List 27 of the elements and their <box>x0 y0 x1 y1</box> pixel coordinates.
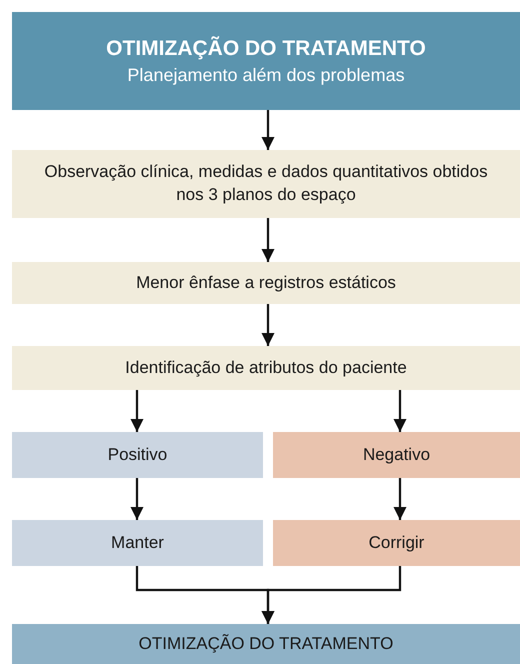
arrow <box>130 390 144 432</box>
process-box <box>12 520 263 566</box>
process-box <box>12 150 520 218</box>
arrow <box>393 390 407 432</box>
box-label: Positivo <box>108 444 168 466</box>
box-label: Corrigir <box>368 532 424 554</box>
subheading: Planejamento além dos problemas <box>127 64 405 88</box>
process-box <box>12 12 520 110</box>
box-label: OTIMIZAÇÃO DO TRATAMENTO <box>138 632 394 655</box>
process-box <box>12 346 520 390</box>
arrow <box>261 110 275 150</box>
arrow <box>261 566 402 624</box>
box-label: Manter <box>111 532 164 554</box>
process-box <box>12 262 520 304</box>
process-box <box>273 432 520 478</box>
box-label: Identificação de atributos do paciente <box>125 356 407 379</box>
arrow <box>393 478 407 520</box>
box-label: Menor ênfase a registros estáticos <box>136 272 396 294</box>
arrow <box>130 478 144 520</box>
process-box <box>12 432 263 478</box>
box-label: Observação clínica, medidas e dados quantitativos obtidos nos 3 planos do espaço <box>43 161 489 206</box>
arrow <box>261 218 275 262</box>
box-label: Negativo <box>362 444 430 466</box>
process-box <box>273 520 520 566</box>
heading: OTIMIZAÇÃO DO TRATAMENTO <box>106 35 426 62</box>
process-box <box>12 624 520 664</box>
arrow <box>261 304 275 346</box>
